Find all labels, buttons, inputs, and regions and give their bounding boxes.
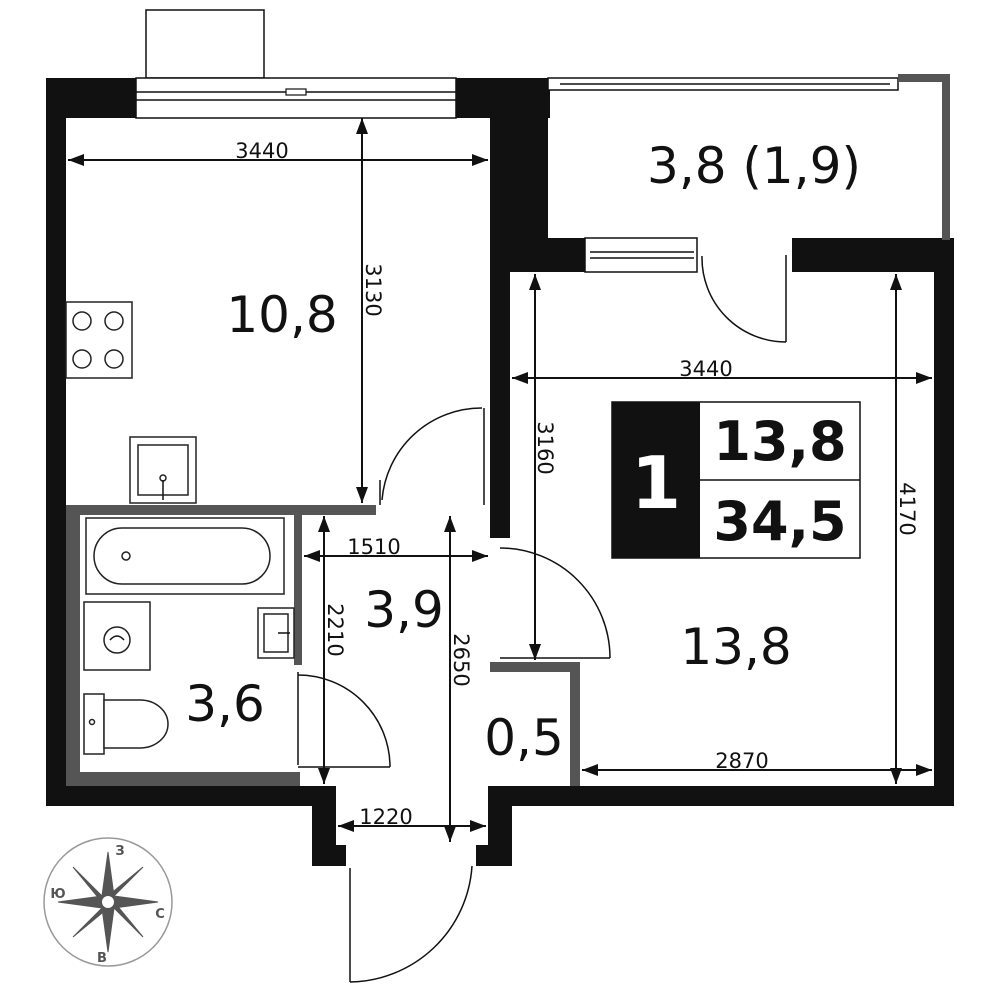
dim-hall-depth: 2650 bbox=[449, 633, 473, 686]
dim-kitchen-width: 3440 bbox=[235, 139, 288, 163]
kitchen-window bbox=[135, 9, 457, 119]
balcony-door bbox=[584, 237, 787, 343]
bathroom-area-label: 3,6 bbox=[185, 675, 265, 733]
dim-living-height: 4170 bbox=[895, 482, 919, 535]
walls bbox=[46, 78, 954, 866]
dimension-lines bbox=[68, 118, 932, 842]
hallway-area-label: 3,9 bbox=[364, 581, 444, 639]
living-area-label: 13,8 bbox=[680, 618, 791, 676]
dim-living-bottom: 2870 bbox=[715, 749, 768, 773]
living-area-value: 13,8 bbox=[713, 410, 846, 473]
bathroom-walls bbox=[66, 505, 580, 786]
dim-entrance-width: 1220 bbox=[359, 805, 412, 829]
bathroom-door bbox=[297, 672, 391, 768]
living-door bbox=[499, 547, 611, 659]
rooms-count: 1 bbox=[631, 441, 681, 525]
dim-hall-height: 2210 bbox=[323, 603, 347, 656]
kitchen-sink bbox=[129, 436, 197, 504]
stove bbox=[65, 301, 133, 379]
kitchen-area-label: 10,8 bbox=[226, 286, 337, 344]
compass-rose: З С В Ю bbox=[43, 837, 173, 967]
entrance-door bbox=[349, 865, 473, 983]
dim-living-width: 3440 bbox=[679, 357, 732, 381]
washing-machine bbox=[83, 601, 151, 671]
dim-kitchen-depth: 3130 bbox=[361, 263, 385, 316]
closet-area-label: 0,5 bbox=[484, 709, 564, 767]
kitchen-door bbox=[379, 407, 485, 505]
compass-west: Ю bbox=[50, 887, 65, 902]
compass-east: С bbox=[155, 907, 165, 922]
toilet bbox=[83, 693, 169, 755]
compass-north: З bbox=[115, 844, 124, 859]
dim-hall-width: 1510 bbox=[347, 535, 400, 559]
bathtub bbox=[85, 517, 285, 595]
compass-south: В bbox=[97, 951, 107, 966]
area-badge: 1 13,8 34,5 bbox=[611, 401, 861, 559]
balcony-area-label: 3,8 (1,9) bbox=[647, 137, 861, 195]
dim-living-depth: 3160 bbox=[533, 421, 557, 474]
total-area-value: 34,5 bbox=[713, 490, 846, 553]
bathroom-sink bbox=[257, 607, 295, 659]
balcony-frame bbox=[547, 74, 950, 240]
